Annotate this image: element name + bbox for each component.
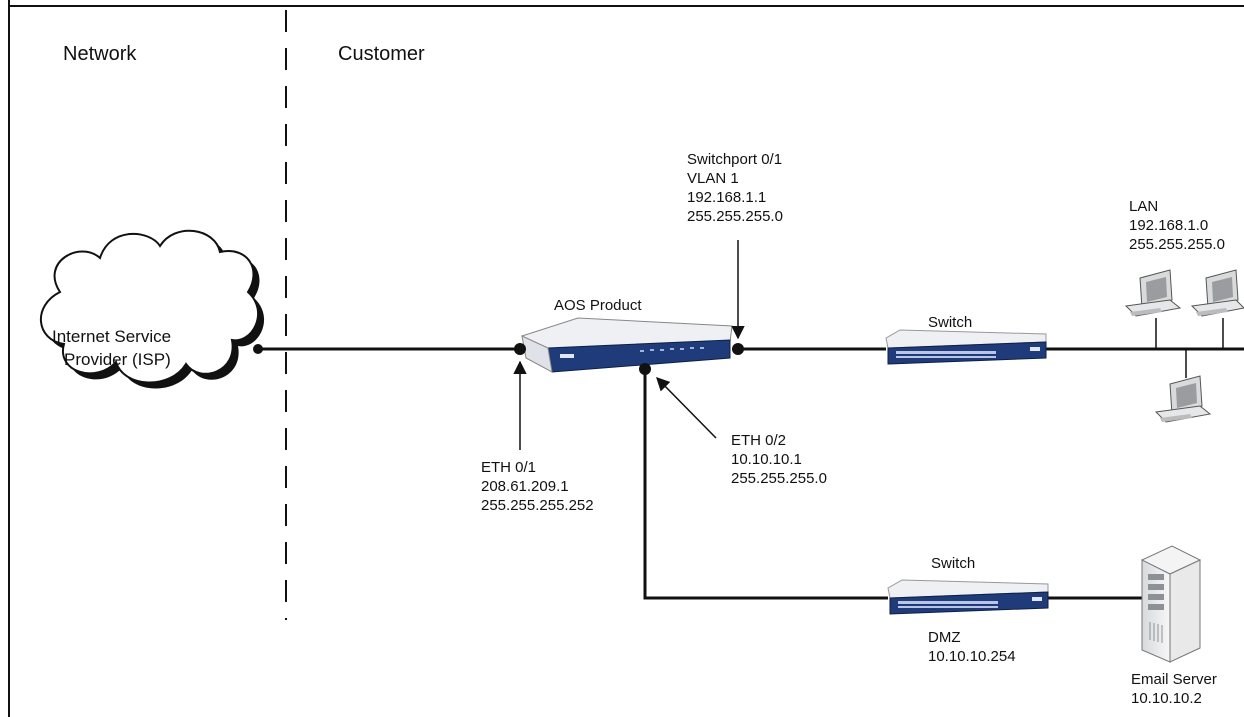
switch-top-label: Switch [928, 313, 972, 332]
switch-bottom-device [888, 580, 1048, 614]
switch-top-device [886, 330, 1046, 364]
eth02-name: ETH 0/2 [731, 431, 786, 450]
switchport-mask: 255.255.255.0 [687, 207, 783, 226]
isp-label-line2: Provider (ISP) [64, 349, 171, 371]
isp-label-line1: Internet Service [52, 326, 171, 348]
lan-pc-1 [1126, 270, 1180, 316]
dmz-name: DMZ [928, 628, 961, 647]
isp-port-dot [253, 344, 263, 354]
email-server-ip: 10.10.10.2 [1131, 689, 1202, 708]
eth02-mask: 255.255.255.0 [731, 469, 827, 488]
lan-pc-2 [1192, 270, 1244, 316]
eth02-arrow [657, 378, 716, 438]
lan-name: LAN [1129, 197, 1158, 216]
eth02-ip: 10.10.10.1 [731, 450, 802, 469]
aos-product-label: AOS Product [554, 296, 642, 315]
switchport-name: Switchport 0/1 [687, 150, 782, 169]
email-server-name: Email Server [1131, 670, 1217, 689]
aos-product-device [522, 318, 732, 372]
lan-ip: 192.168.1.0 [1129, 216, 1208, 235]
email-server-icon [1142, 546, 1200, 662]
eth01-mask: 255.255.255.252 [481, 496, 594, 515]
eth02-port-dot [639, 363, 651, 375]
zone-label-customer: Customer [338, 42, 425, 66]
eth01-name: ETH 0/1 [481, 458, 536, 477]
eth01-port-dot [514, 343, 526, 355]
eth01-ip: 208.61.209.1 [481, 477, 569, 496]
switchport-ip: 192.168.1.1 [687, 188, 766, 207]
switchport-vlan: VLAN 1 [687, 169, 739, 188]
lan-pc-3 [1156, 376, 1210, 422]
switch-bottom-label: Switch [931, 554, 975, 573]
switchport-dot [732, 343, 744, 355]
zone-label-network: Network [63, 42, 136, 66]
dmz-ip: 10.10.10.254 [928, 647, 1016, 666]
lan-mask: 255.255.255.0 [1129, 235, 1225, 254]
